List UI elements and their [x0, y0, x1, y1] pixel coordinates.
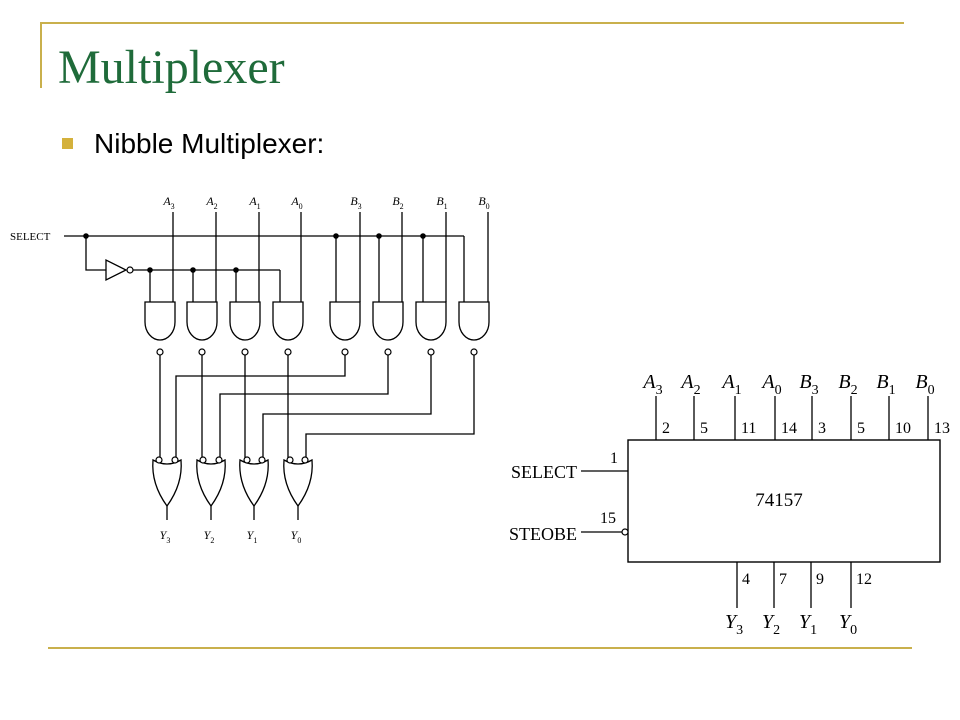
- input-label-a3: A3: [162, 194, 174, 211]
- nand-a-to-or-wire: [287, 355, 289, 461]
- gate-input-bubble: [199, 456, 207, 464]
- inverter-output-bubble: [126, 266, 134, 274]
- nand-b-to-or-wire: [219, 355, 389, 460]
- output-gate: [283, 459, 313, 507]
- bullet-marker-icon: [62, 138, 73, 149]
- chip-pin-number: 14: [781, 420, 797, 437]
- chip-pin-number: 1: [610, 450, 618, 467]
- chip-pin-number: 9: [816, 571, 824, 588]
- chip-pin-number: 2: [662, 420, 670, 437]
- nand-a-to-or-wire: [158, 355, 161, 461]
- select-to-inverter-wire: [85, 236, 106, 271]
- nand-output-bubble: [427, 348, 435, 356]
- chip-pin-number: 15: [600, 510, 616, 527]
- nand-gate: [144, 301, 176, 341]
- select-input-label: SELECT: [10, 231, 51, 243]
- slide-title: Multiplexer: [58, 41, 285, 94]
- input-label-b3: B3: [350, 194, 361, 211]
- input-label-b1: B1: [436, 194, 447, 211]
- nand-output-bubble: [384, 348, 392, 356]
- output-label-y3: Y3: [160, 528, 171, 545]
- input-label-a1: A1: [248, 194, 260, 211]
- nand-output-bubble: [198, 348, 206, 356]
- frame-top-rule: [40, 22, 904, 24]
- gate-input-bubble: [243, 456, 251, 464]
- gate-input-bubble: [215, 456, 223, 464]
- nand-gate: [229, 301, 261, 341]
- output-gate: [196, 459, 226, 507]
- gate-input-bubble: [171, 456, 179, 464]
- output-label-y1: Y1: [247, 528, 258, 545]
- gate-input-bubble: [258, 456, 266, 464]
- nand-gate: [372, 301, 404, 341]
- nand-gate: [329, 301, 361, 341]
- input-label-b0: B0: [478, 194, 489, 211]
- output-gate: [239, 459, 269, 507]
- chip-pin-number: 10: [895, 420, 911, 437]
- chip-input-label-a0: A0: [760, 371, 781, 398]
- chip-pin-number: 13: [934, 420, 950, 437]
- nand-output-bubble: [241, 348, 249, 356]
- chip-74157-symbol: 74157A32A25A111A014B33B25B110B013SELECT1…: [509, 371, 950, 638]
- chip-input-label-b1: B1: [876, 371, 895, 398]
- input-label-b2: B2: [392, 194, 403, 211]
- chip-output-label-y0: Y0: [839, 611, 857, 638]
- gate-input-bubble: [155, 456, 163, 464]
- chip-strobe-bubble: [621, 528, 629, 536]
- chip-pin-number: 4: [742, 571, 750, 588]
- nand-output-bubble: [470, 348, 478, 356]
- chip-body: [627, 439, 941, 563]
- nand-b-to-or-wire: [262, 355, 432, 460]
- nand-gate: [186, 301, 218, 341]
- chip-input-label-a1: A1: [720, 371, 741, 398]
- nand-a-to-or-wire: [244, 355, 246, 461]
- chip-strobe-label: STEOBE: [509, 524, 577, 544]
- nand-gate: [458, 301, 490, 341]
- nand-output-bubble: [284, 348, 292, 356]
- frame-left-rule: [40, 22, 42, 88]
- chip-input-label-b2: B2: [838, 371, 857, 398]
- output-label-y2: Y2: [204, 528, 215, 545]
- output-gate: [152, 459, 182, 507]
- chip-input-label-b3: B3: [799, 371, 818, 398]
- chip-pin-number: 7: [779, 571, 787, 588]
- gate-input-bubble: [286, 456, 294, 464]
- chip-input-label-a2: A2: [679, 371, 700, 398]
- chip-select-label: SELECT: [511, 462, 577, 482]
- chip-input-label-a3: A3: [641, 371, 662, 398]
- frame-bottom-rule: [48, 647, 912, 649]
- chip-output-label-y2: Y2: [762, 611, 780, 638]
- chip-output-label-y3: Y3: [725, 611, 743, 638]
- bullet-text: Nibble Multiplexer:: [94, 128, 325, 159]
- chip-output-label-y1: Y1: [799, 611, 817, 638]
- nand-b-to-or-wire: [175, 355, 346, 460]
- chip-input-label-b0: B0: [915, 371, 934, 398]
- chip-pin-number: 5: [700, 420, 708, 437]
- input-label-a0: A0: [290, 194, 302, 211]
- chip-pin-number: 3: [818, 420, 826, 437]
- gate-input-bubble: [301, 456, 309, 464]
- chip-pin-number: 5: [857, 420, 865, 437]
- nand-gate: [272, 301, 304, 341]
- nand-output-bubble: [156, 348, 164, 356]
- nand-b-to-or-wire: [305, 355, 475, 460]
- input-label-a2: A2: [205, 194, 217, 211]
- chip-pin-number: 11: [741, 420, 756, 437]
- inverter-gate: [105, 258, 128, 282]
- chip-part-number: 74157: [755, 490, 803, 511]
- chip-pin-number: 12: [856, 571, 872, 588]
- output-label-y0: Y0: [291, 528, 302, 545]
- nand-output-bubble: [341, 348, 349, 356]
- nand-gate: [415, 301, 447, 341]
